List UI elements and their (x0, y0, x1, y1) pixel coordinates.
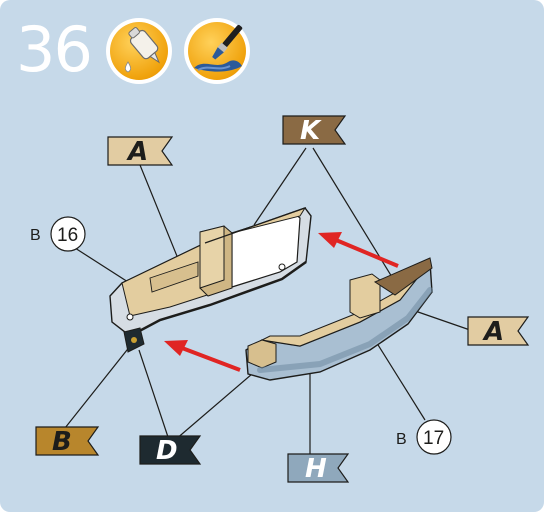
label-flag-k: K (283, 116, 345, 146)
part-ref-b16: B 16 (30, 217, 85, 251)
label-flag-b: B (36, 427, 98, 457)
svg-text:K: K (300, 116, 322, 146)
svg-text:H: H (305, 454, 327, 484)
svg-text:D: D (156, 436, 178, 466)
arrow-assembly-1 (318, 232, 398, 266)
label-flag-a-right: A (468, 317, 528, 347)
svg-text:A: A (482, 317, 504, 347)
arrow-assembly-2 (164, 340, 240, 370)
svg-text:B: B (30, 227, 41, 244)
part-ref-b17: B 17 (396, 420, 451, 454)
label-flag-h: H (288, 454, 348, 484)
svg-text:17: 17 (423, 428, 444, 449)
hull-part-left (110, 208, 311, 352)
svg-text:B: B (396, 431, 407, 448)
svg-text:B: B (52, 427, 72, 457)
svg-text:A: A (126, 137, 148, 167)
svg-text:16: 16 (57, 225, 78, 246)
label-flag-d: D (140, 436, 200, 466)
label-flag-a-top: A (108, 137, 172, 167)
